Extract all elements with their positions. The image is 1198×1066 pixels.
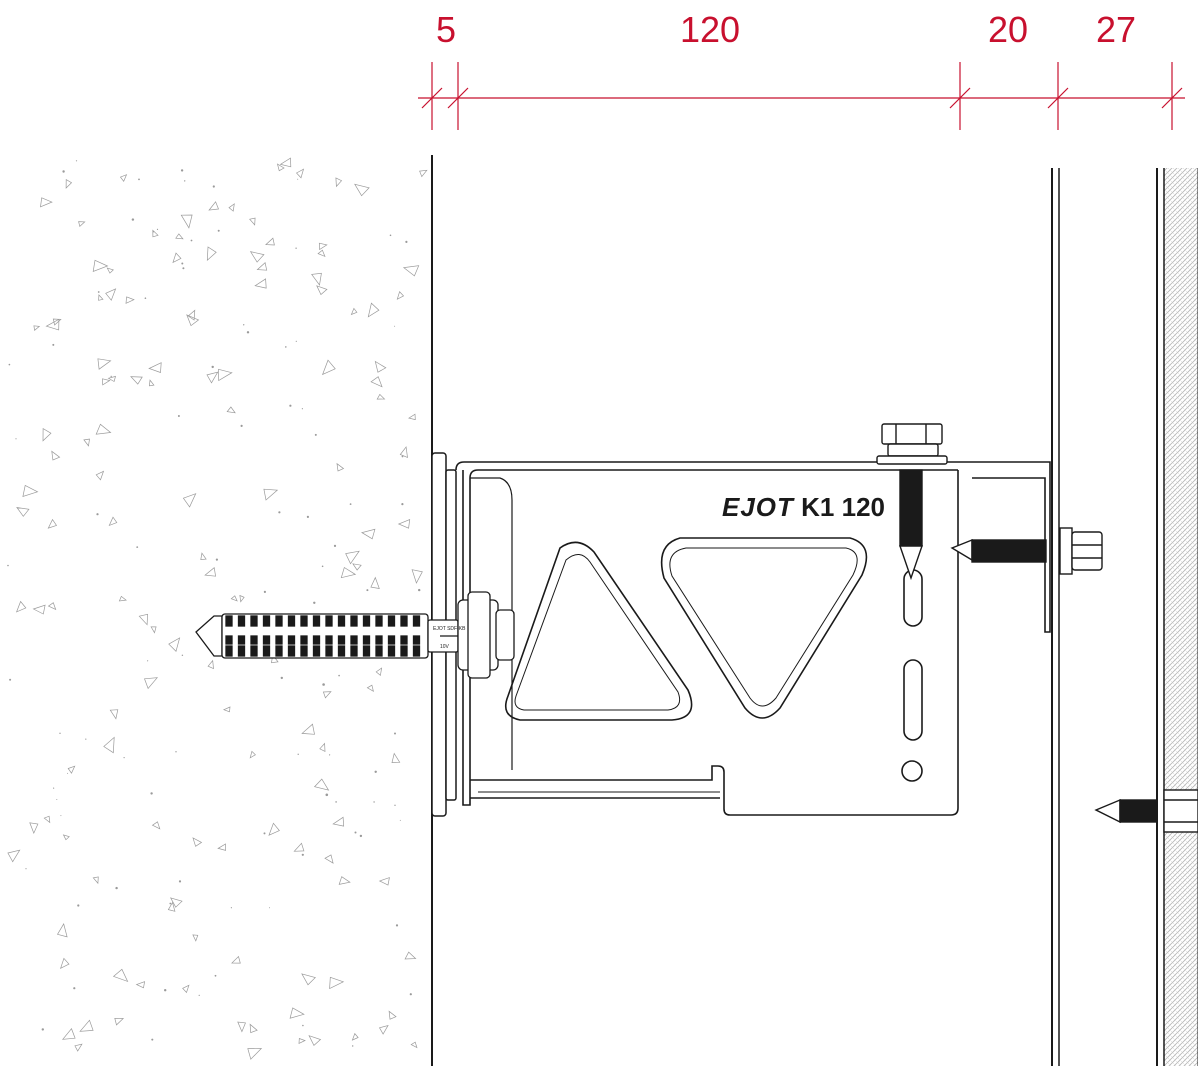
concrete-wall xyxy=(7,157,428,1060)
bracket-k1 xyxy=(455,461,1051,816)
dimension-chain xyxy=(418,62,1185,130)
dimension-label-120: 120 xyxy=(679,9,741,50)
model-label: K1 120 xyxy=(801,492,885,522)
dimension-label-5: 5 xyxy=(435,9,457,50)
anchor-print-line2: 10V xyxy=(440,644,449,650)
hex-bolt-icon xyxy=(876,423,948,581)
cladding-panel xyxy=(1156,168,1198,1066)
self-drilling-screw-icon xyxy=(950,527,1103,575)
cladding-screw-icon xyxy=(1094,789,1198,833)
dimension-label-27: 27 xyxy=(1095,9,1137,50)
plastic-frame-anchor-icon xyxy=(195,591,515,679)
anchor-print-line1: EJOT SDF-KB xyxy=(433,626,466,632)
dimension-label-20: 20 xyxy=(987,9,1029,50)
product-label: EJOT K1 120 xyxy=(722,492,885,522)
brand-label: EJOT xyxy=(722,492,794,522)
vertical-profile xyxy=(1051,168,1060,1066)
